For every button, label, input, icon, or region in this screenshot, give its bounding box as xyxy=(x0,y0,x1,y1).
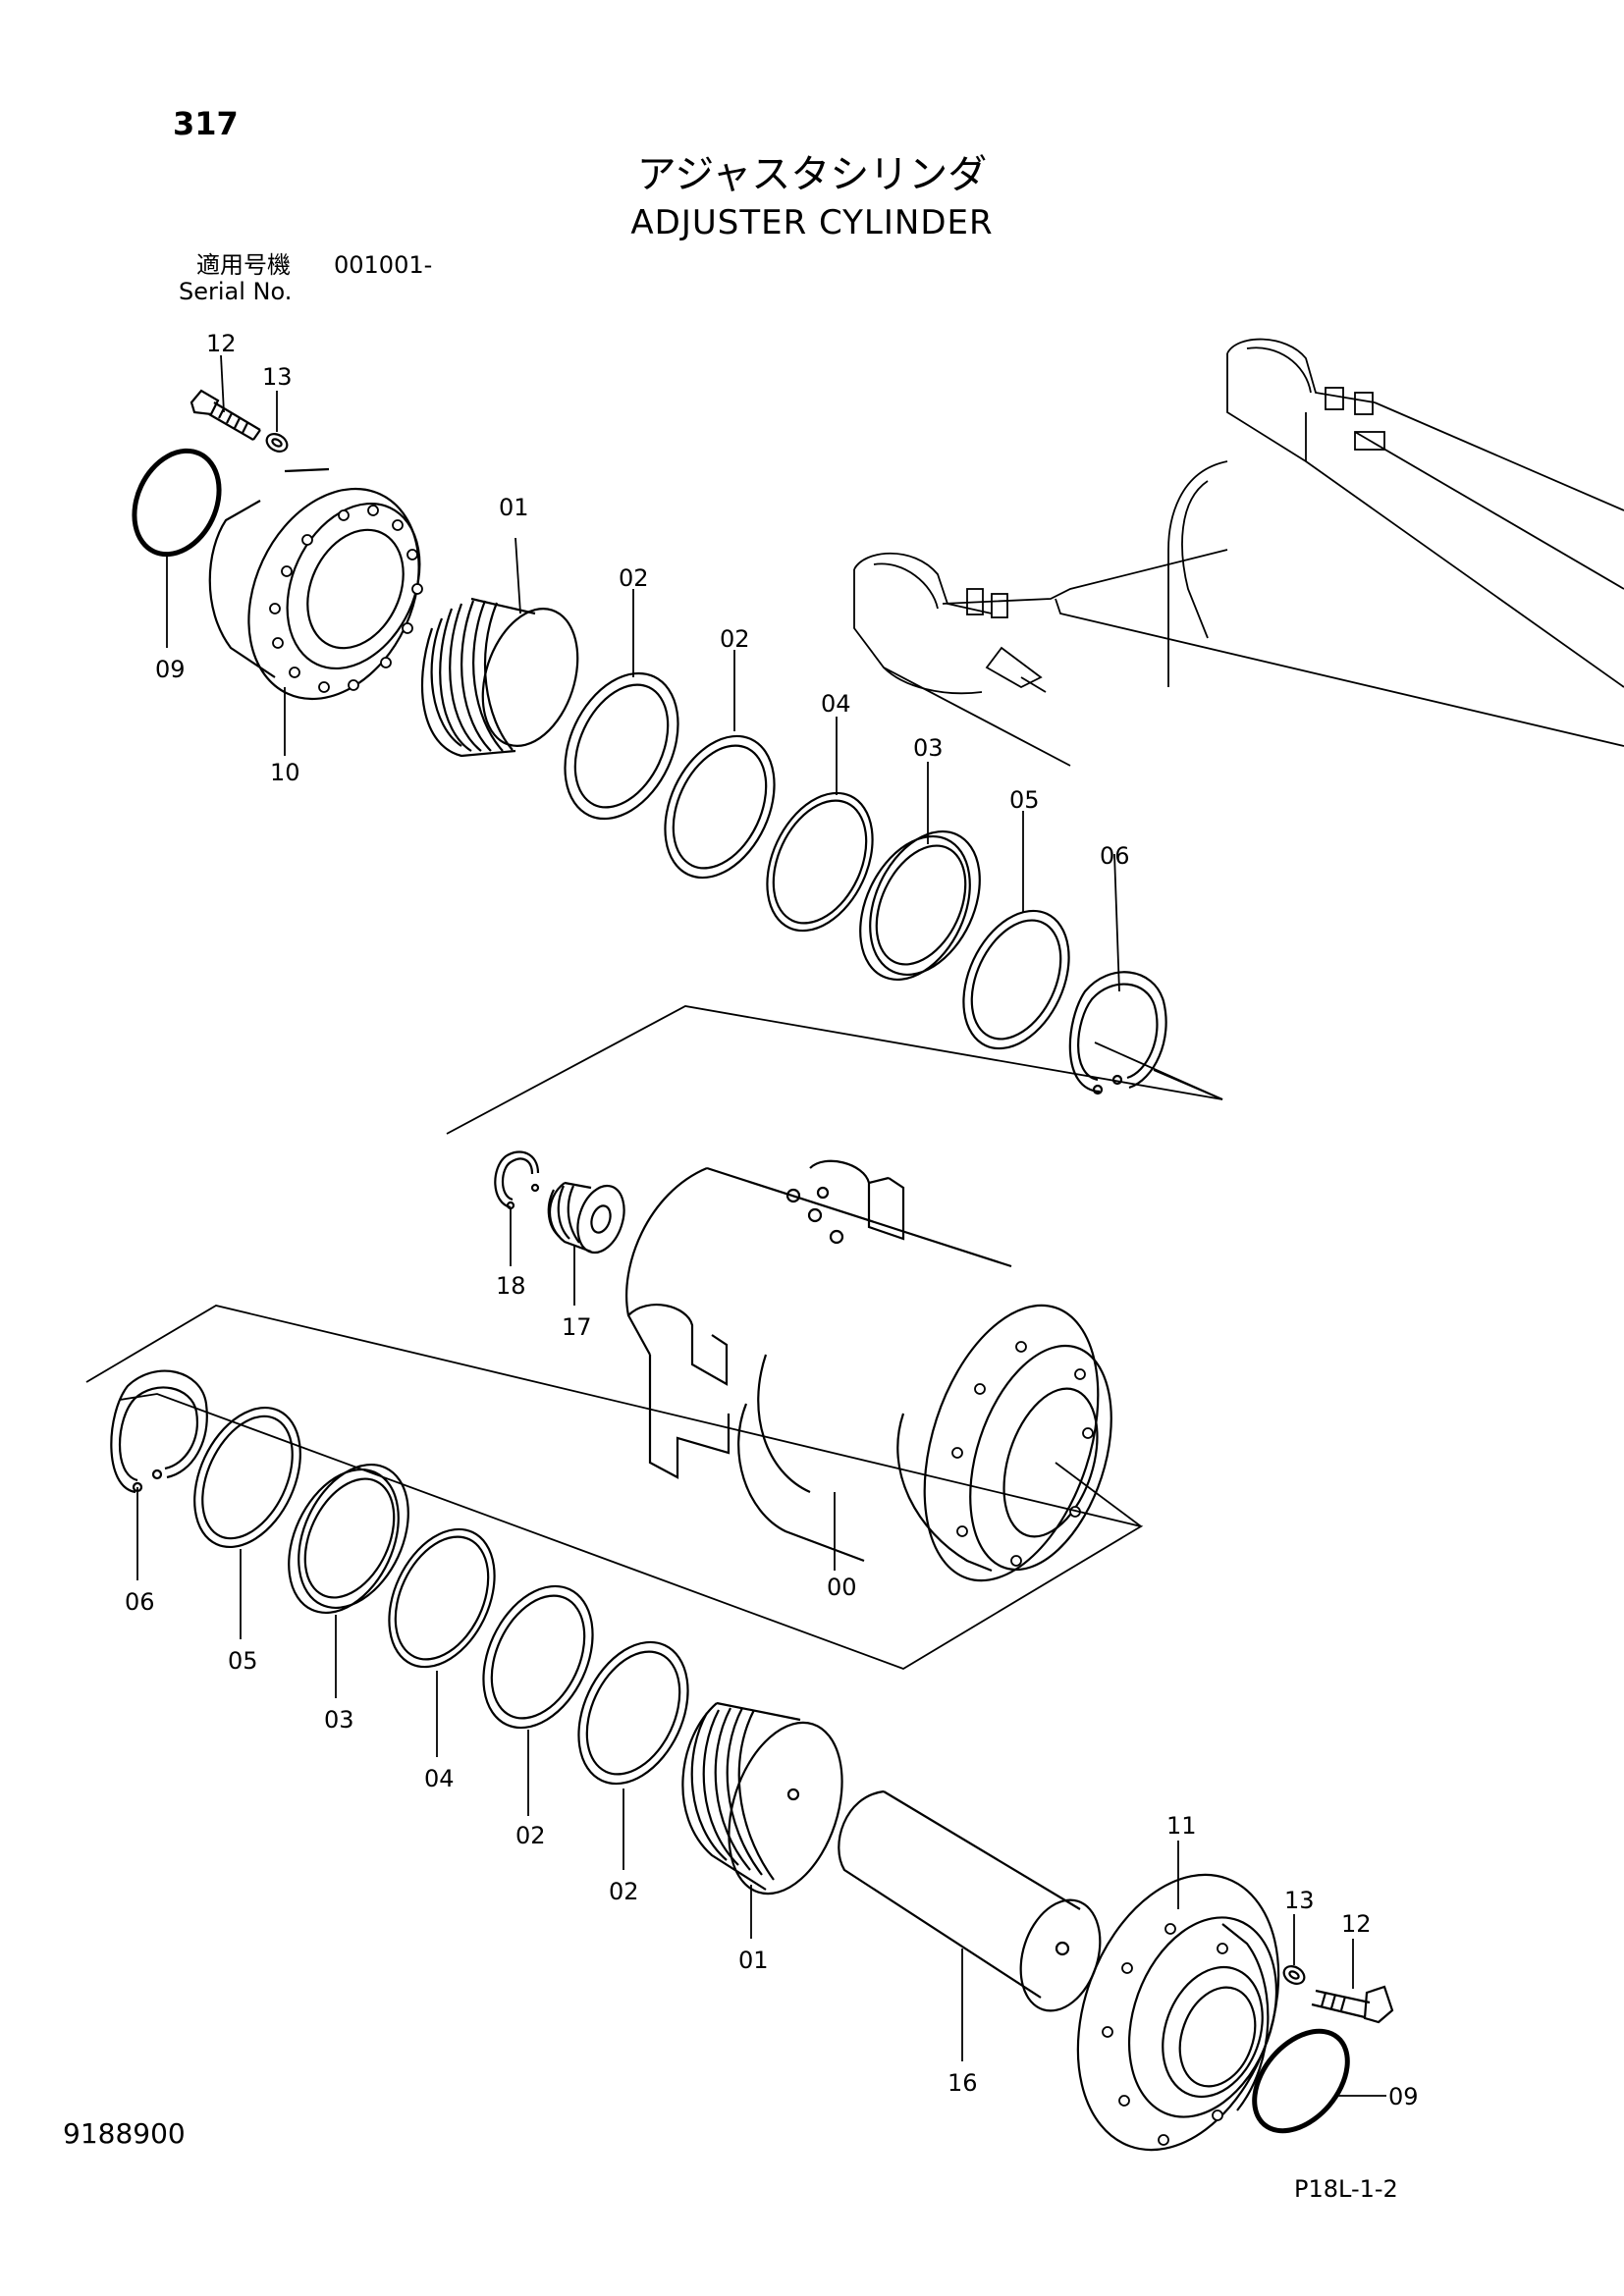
seal-02-upper-b-inner xyxy=(672,744,768,870)
leader-lines xyxy=(136,354,1386,2097)
ring-05-lower-inner xyxy=(201,1415,294,1540)
ring-04-upper xyxy=(766,791,874,933)
bolt-12-upper xyxy=(189,389,261,441)
piston-01-upper xyxy=(420,597,579,758)
serial-label-english: Serial No. xyxy=(179,278,293,305)
o-ring-09-lower xyxy=(1252,2028,1350,2134)
ring-04-lower xyxy=(388,1527,496,1669)
seal-02-lower-b-inner xyxy=(585,1650,681,1776)
assembly-outline-upper xyxy=(446,1005,1223,1135)
callout-06-upper: 06 xyxy=(1100,842,1130,870)
snap-ring-06-upper xyxy=(1068,971,1167,1095)
ring-05-lower xyxy=(193,1406,301,1549)
callout-01-upper: 01 xyxy=(499,494,529,521)
o-ring-09-upper xyxy=(132,448,222,558)
seal-02-lower-a xyxy=(482,1584,594,1730)
machine-frame-illustration xyxy=(853,338,1624,767)
cylinder-head-11 xyxy=(1076,1873,1280,2152)
title-japanese: アジャスタシリンダ xyxy=(636,152,988,197)
callout-18: 18 xyxy=(496,1272,526,1300)
washer-13-upper-hole xyxy=(271,438,283,448)
page-number: 317 xyxy=(173,105,239,142)
washer-13-upper xyxy=(265,433,289,453)
callout-13-lower: 13 xyxy=(1284,1887,1315,1914)
rod-16 xyxy=(838,1789,1102,2012)
callout-17: 17 xyxy=(562,1313,592,1341)
callout-12-upper: 12 xyxy=(206,330,237,357)
callout-02-lower-b: 02 xyxy=(609,1878,639,1905)
callout-16: 16 xyxy=(947,2069,978,2097)
document-id: 9188900 xyxy=(63,2117,186,2150)
callout-labels: 12 13 09 10 01 02 02 04 03 05 06 18 17 0… xyxy=(125,330,1419,2110)
cylinder-tube-00 xyxy=(625,1159,1112,1582)
ring-05-upper-inner xyxy=(970,919,1062,1041)
cylinder-head-10 xyxy=(208,467,423,701)
washer-13-lower-hole xyxy=(1288,1970,1300,1980)
washer-13-lower xyxy=(1282,1965,1306,1985)
callout-13-upper: 13 xyxy=(262,363,293,391)
ring-04-lower-inner xyxy=(394,1535,490,1661)
callout-03-upper: 03 xyxy=(913,734,944,762)
callout-02-upper-a: 02 xyxy=(619,564,649,592)
seal-02-lower-b xyxy=(577,1640,689,1786)
callout-05-upper: 05 xyxy=(1009,786,1040,814)
seal-03-upper xyxy=(859,829,981,982)
callout-00: 00 xyxy=(827,1574,857,1601)
seal-02-upper-a xyxy=(564,671,679,821)
seal-02-upper-b xyxy=(664,734,776,880)
ring-04-upper-inner xyxy=(772,799,868,925)
seal-03-lower xyxy=(288,1463,409,1615)
seal-02-upper-a-inner xyxy=(573,683,670,809)
callout-11: 11 xyxy=(1166,1812,1197,1840)
callout-01-lower: 01 xyxy=(738,1947,769,1974)
callout-09-lower: 09 xyxy=(1388,2083,1419,2110)
callout-04-upper: 04 xyxy=(821,690,851,718)
callout-02-lower-a: 02 xyxy=(515,1822,546,1849)
callout-10: 10 xyxy=(270,759,300,786)
title-english: ADJUSTER CYLINDER xyxy=(630,203,994,242)
callout-05-lower: 05 xyxy=(228,1647,258,1675)
serial-label-japanese: 適用号機 xyxy=(196,251,291,279)
ring-05-upper xyxy=(962,909,1070,1050)
serial-number-value: 001001- xyxy=(334,251,433,279)
page-reference: P18L-1-2 xyxy=(1294,2175,1398,2203)
seal-02-lower-a-inner xyxy=(490,1594,586,1720)
snap-ring-06-lower xyxy=(110,1369,208,1494)
callout-03-lower: 03 xyxy=(324,1706,354,1734)
callout-12-lower: 12 xyxy=(1341,1910,1372,1938)
piston-01-lower xyxy=(681,1701,843,1896)
snap-ring-18 xyxy=(494,1150,540,1210)
callout-04-lower: 04 xyxy=(424,1765,455,1792)
callout-02-upper-b: 02 xyxy=(720,625,750,653)
callout-09-upper: 09 xyxy=(155,656,186,683)
plug-17 xyxy=(547,1181,625,1255)
bolt-12-lower xyxy=(1311,1985,1394,2024)
callout-06-lower: 06 xyxy=(125,1588,155,1616)
assembly-outline-lower xyxy=(85,1305,1144,1670)
